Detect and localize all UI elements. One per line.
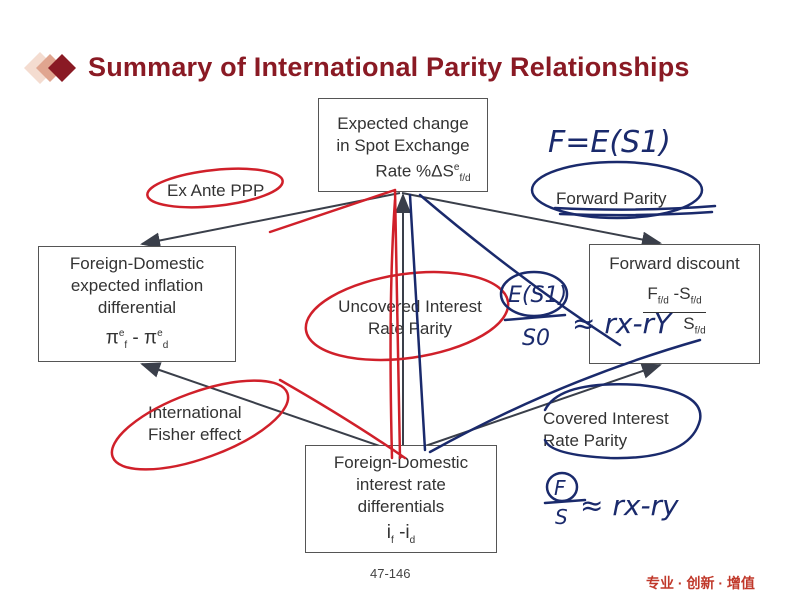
handwritten-uip-denominator: S0 (522, 326, 550, 351)
navy-underline-forward-parity (553, 204, 717, 211)
navy-circle-uip-num (499, 270, 569, 318)
title-row: Summary of International Parity Relation… (20, 48, 780, 96)
box-top-sup: e (453, 162, 460, 173)
spot-sub: f/d (690, 295, 702, 307)
cip-line1: Covered Interest (543, 409, 669, 428)
cip-line2: Rate Parity (543, 431, 628, 450)
box-bottom-line1: Foreign-Domestic (333, 453, 469, 472)
box-top-line3: Rate %ΔSef/d (319, 157, 487, 190)
handwritten-uip-numerator: E(S1) (508, 283, 567, 308)
box-top-line2: in Spot Exchange (336, 136, 470, 155)
navy-circle-cip (543, 383, 702, 460)
box-left-formula: πef - πed (39, 323, 235, 357)
handwritten-uip-rhs: ≈ rx-rY (572, 307, 673, 340)
navy-line-vertical (408, 193, 427, 452)
formula-sub2: d (162, 340, 169, 352)
forward-symbol: F (647, 284, 658, 303)
page-title: Summary of International Parity Relation… (88, 52, 690, 82)
box-inflation-differential: Foreign-Domestic expected inflation diff… (38, 246, 236, 362)
formula-sup1: e (118, 328, 125, 339)
interest-symbol-f: i (386, 522, 392, 543)
arrow-bottom-to-left (140, 362, 401, 454)
page-number: 47-146 (370, 566, 411, 581)
uip-line1: Uncovered Interest (338, 297, 482, 316)
interest-sub-f: f (391, 534, 394, 546)
box-right-line1: Forward discount (609, 254, 740, 273)
label-covered-interest-parity: Covered Interest Rate Parity (543, 408, 669, 452)
box-left-line1: Foreign-Domestic (69, 254, 205, 273)
handwritten-forward-equation: F=E(S1) (548, 125, 671, 160)
formula-denominator: Sf/d (590, 313, 759, 342)
interest-sub-d: d (409, 534, 416, 546)
arrow-bottom-to-right (404, 363, 662, 454)
navy-fraction-uip (503, 313, 567, 322)
handwritten-cip-rhs: ≈ rx-ry (580, 489, 679, 522)
red-line-fisher (278, 378, 407, 460)
handwritten-cip-numerator: F (554, 476, 566, 500)
red-line-ex-ante (268, 188, 397, 234)
box-top-line1: Expected change (337, 114, 469, 133)
label-uncovered-interest-parity: Uncovered Interest Rate Parity (325, 296, 495, 340)
label-international-fisher: International Fisher effect (148, 402, 242, 446)
pi-symbol-f: π (105, 327, 119, 349)
red-line-uip (389, 198, 397, 460)
red-line-vertical (393, 188, 402, 460)
label-forward-parity: Forward Parity (556, 189, 667, 208)
box-bottom-line3: differentials (357, 497, 445, 516)
navy-fraction-cip (543, 498, 587, 505)
navy-circle-forward-parity (530, 160, 704, 220)
denominator-sub: f/d (694, 325, 706, 337)
navy-line-right-bottom (428, 338, 702, 454)
box-expected-spot-change: Expected change in Spot Exchange Rate %Δ… (318, 98, 488, 192)
box-top-sub: f/d (459, 173, 471, 185)
fisher-line2: Fisher effect (148, 425, 242, 444)
forward-sub: f/d (657, 295, 669, 307)
box-left-line2: expected inflation (70, 276, 204, 295)
interest-symbol-d: -i (393, 522, 410, 543)
navy-underline-forward-parity-2 (558, 210, 714, 217)
box-bottom-formula: if -id (306, 522, 496, 552)
box-bottom-line2: interest rate (356, 475, 446, 494)
formula-sup2: e (157, 328, 163, 339)
spot-symbol: -S (668, 284, 691, 303)
box-interest-differential: Foreign-Domestic interest rate different… (305, 445, 497, 553)
box-left-line3: differential (97, 298, 177, 317)
denominator-symbol: S (683, 314, 695, 334)
red-circle-uip (304, 270, 510, 362)
formula-numerator: Ff/d -Sf/d (643, 283, 706, 314)
red-circle-ex-ante (146, 167, 284, 209)
box-right-formula: Ff/d -Sf/d Sf/d (590, 283, 759, 343)
label-ex-ante-ppp: Ex Ante PPP (167, 181, 265, 200)
formula-sub1: f (124, 340, 128, 352)
diamond-logo-icon (24, 52, 76, 84)
pi-symbol-d: - π (127, 327, 158, 349)
fisher-line1: International (148, 403, 242, 422)
handwritten-cip-denominator: S (555, 505, 568, 529)
slogan: 专业 · 创新 · 增值 (646, 575, 755, 591)
box-top-line3-text: Rate %ΔS (375, 161, 454, 181)
red-circle-fisher (110, 379, 290, 471)
uip-line2: Rate Parity (367, 319, 453, 338)
arrow-top-to-right (401, 192, 662, 248)
